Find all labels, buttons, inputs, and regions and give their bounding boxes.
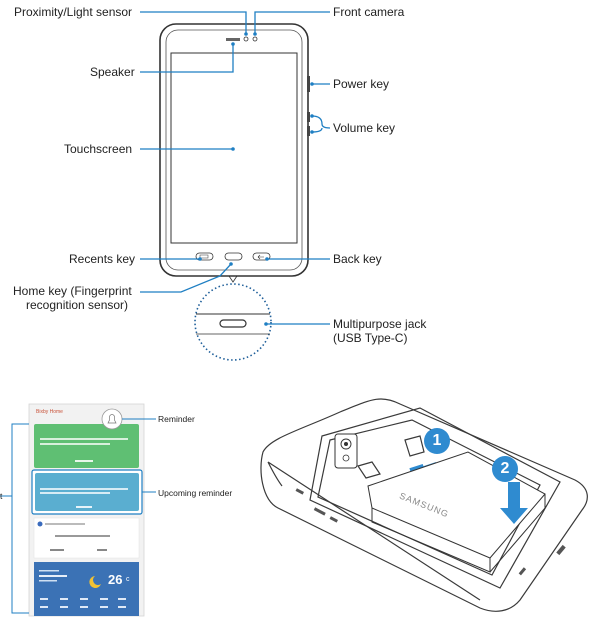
usb-c-port-icon <box>219 319 247 328</box>
moon-icon <box>89 576 101 588</box>
front-camera-icon <box>252 36 258 42</box>
proximity-sensor-icon <box>243 36 249 42</box>
label-multipurpose-jack-line1: Multipurpose jack <box>333 317 427 331</box>
label-multipurpose-jack-line2: (USB Type-C) <box>333 331 408 345</box>
recents-key-shape <box>195 252 214 261</box>
label-home-key-line2: recognition sensor) <box>26 298 129 312</box>
label-proximity-light-sensor: Proximity/Light sensor <box>14 5 133 19</box>
weather-unit: c <box>126 576 130 583</box>
green-card <box>34 424 139 468</box>
tablet-back-view <box>260 398 588 612</box>
back-key-shape <box>252 252 271 261</box>
step-2-number: 2 <box>500 460 510 477</box>
flash-icon <box>342 454 350 462</box>
power-key <box>307 76 310 92</box>
label-front-camera: Front camera <box>333 5 405 19</box>
label-home-key-line1: Home key (Fingerprint <box>13 284 132 298</box>
reminder-icon-button <box>101 408 123 430</box>
label-recents-key: Recents key <box>69 252 136 266</box>
label-cut-edge: t <box>0 491 3 501</box>
bell-icon <box>107 414 117 424</box>
label-touchscreen: Touchscreen <box>64 142 133 156</box>
step-badge-2 <box>492 456 518 482</box>
usb-port-zoom <box>194 283 272 361</box>
screen-header-title: Bixby Home <box>36 409 63 415</box>
weather-temperature: 26 <box>108 572 123 587</box>
volume-up-key <box>307 112 310 122</box>
label-reminder: Reminder <box>158 414 195 424</box>
label-back-key: Back key <box>333 252 382 266</box>
callouts-bottom-left <box>0 418 156 614</box>
bixby-screenshot <box>28 403 145 617</box>
label-power-key: Power key <box>333 77 390 91</box>
rear-camera-icon <box>340 438 352 450</box>
label-volume-key: Volume key <box>333 121 396 135</box>
home-key-shape <box>224 252 243 261</box>
label-upcoming-reminder: Upcoming reminder <box>158 488 233 498</box>
label-speaker: Speaker <box>90 65 135 79</box>
volume-down-key <box>307 126 310 136</box>
step-badge-1 <box>424 428 450 454</box>
speaker-grille <box>226 38 240 41</box>
callouts-top <box>140 11 331 326</box>
camera-module <box>334 433 358 469</box>
step-1-number: 1 <box>432 432 442 449</box>
insert-arrow-down <box>500 482 528 524</box>
tablet-front <box>159 23 310 283</box>
